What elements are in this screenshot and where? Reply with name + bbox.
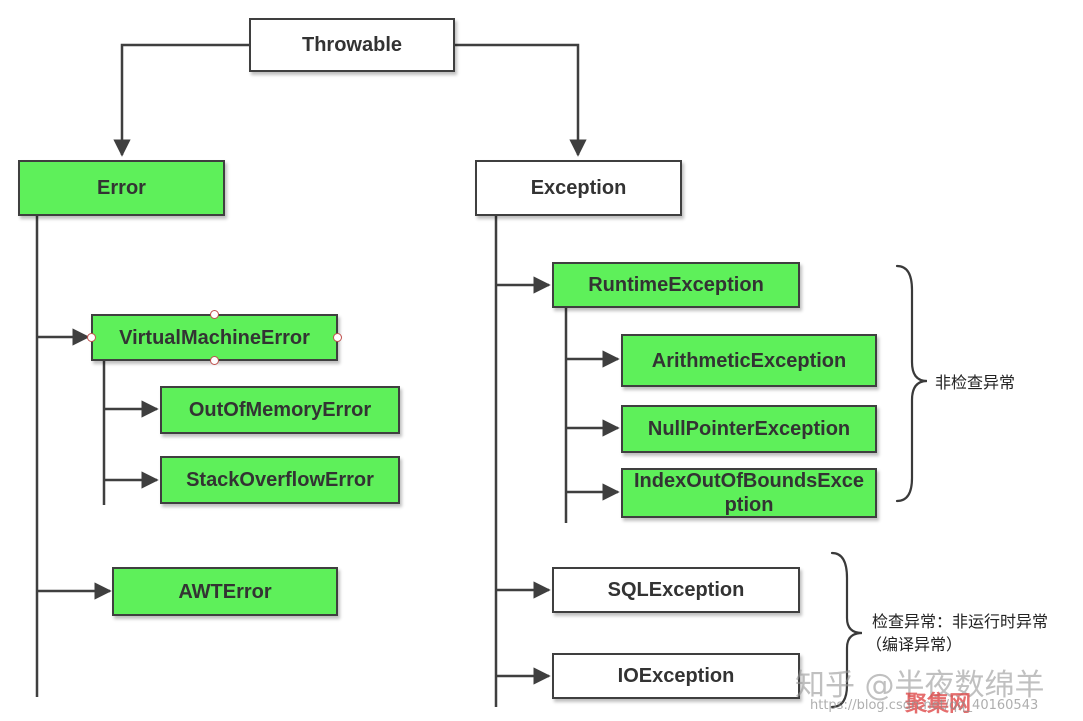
url-watermark: https://blog.csdn.net/qq_40160543 [810, 698, 1039, 713]
awt-error-node: AWTError [112, 567, 338, 616]
selection-handle-bottom[interactable] [210, 356, 219, 365]
selection-handle-left[interactable] [87, 333, 96, 342]
null-pointer-exception-node: NullPointerException [621, 405, 877, 453]
sql-exception-node: SQLException [552, 567, 800, 613]
virtual-machine-error-label: VirtualMachineError [119, 326, 310, 349]
checked-annotation-line1: 检查异常：非运行时异常 [872, 612, 1049, 631]
out-of-memory-error-label: OutOfMemoryError [188, 399, 372, 421]
exception-node: Exception [475, 160, 682, 216]
virtual-machine-error-node: VirtualMachineError [91, 314, 338, 361]
edge-throwable-error [113, 43, 249, 157]
error-node: Error [18, 160, 225, 216]
awt-error-label: AWTError [178, 580, 272, 603]
sql-exception-label: SQLException [607, 579, 745, 601]
error-label: Error [97, 177, 146, 199]
checked-annotation-line2: （编译异常） [866, 635, 963, 654]
edge-throwable-exception [455, 43, 587, 157]
zhihu-watermark: 知乎 @半夜数绵羊 [795, 668, 1045, 703]
brace-unchecked [895, 264, 928, 503]
runtime-exception-label: RuntimeException [588, 274, 764, 296]
throwable-node: Throwable [249, 18, 455, 72]
io-exception-label: IOException [617, 665, 735, 687]
brace-checked [830, 551, 863, 709]
arithmetic-exception-label: ArithmeticException [651, 349, 847, 372]
unchecked-annotation: 非检查异常 [935, 373, 1016, 392]
exception-label: Exception [530, 177, 627, 199]
index-out-of-bounds-exception-label: IndexOutOfBoundsException [633, 470, 865, 516]
selection-handle-top[interactable] [210, 310, 219, 319]
runtime-exception-node: RuntimeException [552, 262, 800, 308]
out-of-memory-error-node: OutOfMemoryError [160, 386, 400, 434]
index-out-of-bounds-exception-node: IndexOutOfBoundsException [621, 468, 877, 518]
selection-handle-right[interactable] [333, 333, 342, 342]
site-watermark: 聚集网 [905, 692, 972, 717]
io-exception-node: IOException [552, 653, 800, 699]
null-pointer-exception-label: NullPointerException [647, 418, 851, 440]
throwable-label: Throwable [301, 34, 402, 56]
stack-overflow-error-node: StackOverflowError [160, 456, 400, 504]
stack-overflow-error-label: StackOverflowError [186, 469, 374, 491]
arithmetic-exception-node: ArithmeticException [621, 334, 877, 387]
